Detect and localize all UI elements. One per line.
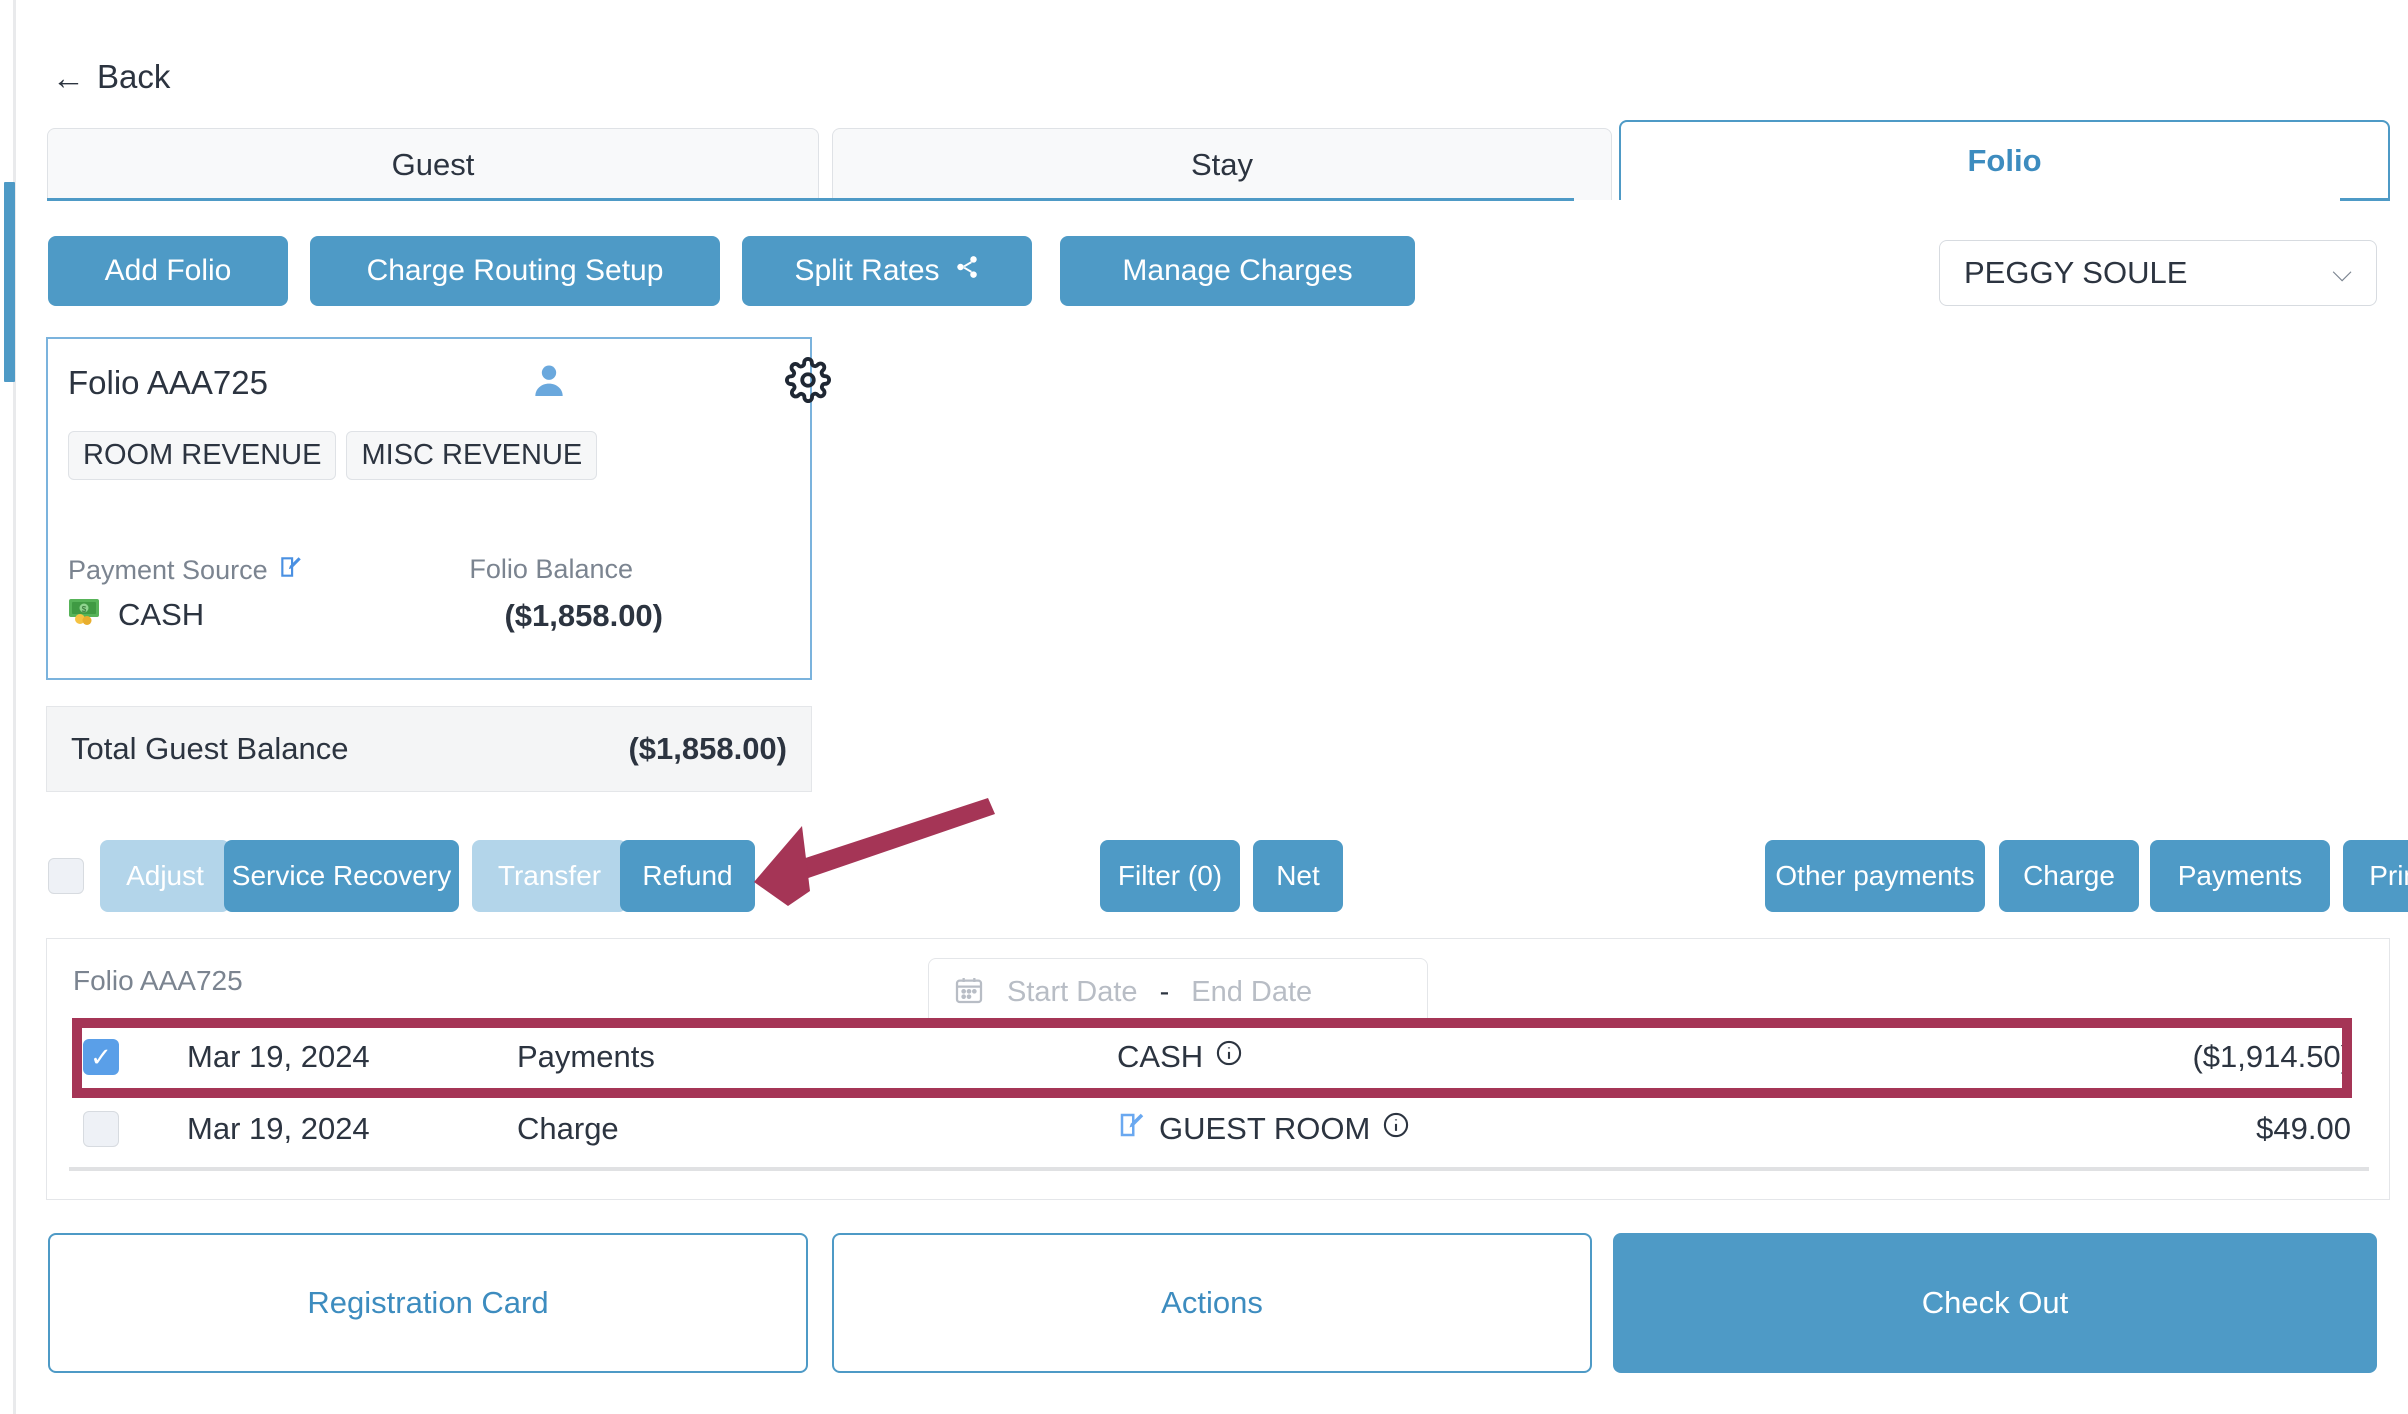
row-description: GUEST ROOM [1159, 1111, 1371, 1146]
tab-stay[interactable]: Stay [832, 128, 1612, 200]
payments-button[interactable]: Payments [2150, 840, 2330, 912]
payment-source-value: CASH [118, 597, 205, 632]
edit-icon[interactable] [278, 554, 304, 587]
refund-button[interactable]: Refund [620, 840, 755, 912]
folio-card: Folio AAA725 ROOM REVENUE MISC REVENUE P… [46, 337, 831, 682]
row-description: CASH [1117, 1039, 1204, 1074]
tab-guest-label: Guest [391, 146, 475, 182]
service-recovery-button[interactable]: Service Recovery [224, 840, 459, 912]
arrow-left-icon: ← [52, 58, 85, 96]
payment-source-label: Payment Source [68, 555, 268, 585]
row-description-group: GUEST ROOM [1117, 1110, 1877, 1148]
row-date: Mar 19, 2024 [187, 1111, 370, 1146]
transfer-button[interactable]: Transfer [472, 840, 627, 912]
tab-folio[interactable]: Folio [1619, 120, 2390, 200]
table-bottom-scrollbar[interactable] [69, 1167, 2369, 1171]
print-button[interactable]: Print [2343, 840, 2408, 912]
gear-icon[interactable] [785, 357, 831, 408]
filter-button[interactable]: Filter (0) [1100, 840, 1240, 912]
table-subtitle: Folio AAA725 [73, 965, 243, 996]
charge-button[interactable]: Charge [1999, 840, 2139, 912]
person-icon[interactable] [529, 359, 569, 408]
page-scrollbar-track[interactable] [13, 0, 16, 1414]
row-checkbox[interactable] [83, 1111, 119, 1147]
money-icon: $ [68, 596, 104, 634]
end-date-input[interactable]: End Date [1191, 975, 1313, 1008]
tab-folio-label: Folio [1967, 143, 2042, 178]
tab-underline [47, 198, 1574, 201]
tab-underline-right [2340, 198, 2390, 201]
folio-card-footer: Payment Source $ [48, 554, 810, 682]
date-range-separator: - [1159, 975, 1170, 1008]
folio-balance-label: Folio Balance [469, 554, 633, 584]
row-type: Payments [517, 1039, 655, 1074]
total-guest-balance-value: ($1,858.00) [628, 731, 787, 766]
folio-card-title: Folio AAA725 [68, 364, 268, 401]
chevron-down-icon: ⌵ [2332, 257, 2352, 287]
info-icon[interactable] [1382, 1111, 1410, 1147]
revenue-chip-group: ROOM REVENUE MISC REVENUE [68, 431, 598, 480]
guest-select[interactable]: PEGGY SOULE ⌵ [1939, 240, 2377, 306]
page-scrollbar-thumb[interactable] [4, 182, 15, 382]
other-payments-button[interactable]: Other payments [1765, 840, 1985, 912]
actions-button[interactable]: Actions [832, 1233, 1592, 1373]
folio-card-header: Folio AAA725 [48, 339, 831, 425]
date-range-filter[interactable]: Start Date - End Date [928, 958, 1428, 1026]
back-label: Back [97, 58, 171, 95]
split-rates-button[interactable]: Split Rates [742, 236, 1032, 306]
manage-charges-button[interactable]: Manage Charges [1060, 236, 1415, 306]
adjust-button[interactable]: Adjust [100, 840, 230, 912]
chip-room-revenue[interactable]: ROOM REVENUE [68, 431, 337, 480]
net-button[interactable]: Net [1253, 840, 1343, 912]
total-guest-balance: Total Guest Balance ($1,858.00) [46, 706, 812, 792]
row-checkbox[interactable]: ✓ [83, 1039, 119, 1075]
tab-stay-label: Stay [1190, 146, 1254, 182]
calendar-icon [953, 974, 985, 1011]
total-guest-balance-label: Total Guest Balance [71, 731, 349, 766]
row-amount: ($1,914.50) [2192, 1039, 2351, 1074]
tab-bar: Guest Stay Folio [47, 120, 2390, 200]
info-icon[interactable] [1215, 1039, 1243, 1075]
select-all-checkbox[interactable] [48, 858, 84, 894]
payment-source-value-group: $ CASH [68, 596, 204, 634]
edit-icon[interactable] [1117, 1110, 1147, 1148]
table-row[interactable]: ✓ Mar 19, 2024 Payments CASH ($1,914.50) [47, 1021, 2391, 1093]
row-description-group: CASH [1117, 1039, 1877, 1075]
arrow-pointer-annotation [740, 790, 1010, 920]
add-folio-button[interactable]: Add Folio [48, 236, 288, 306]
guest-select-value: PEGGY SOULE [1964, 255, 2188, 290]
share-icon [954, 254, 980, 288]
folio-balance-value: ($1,858.00) [504, 598, 663, 633]
check-icon: ✓ [90, 1042, 112, 1072]
charge-routing-setup-button[interactable]: Charge Routing Setup [310, 236, 720, 306]
row-type: Charge [517, 1111, 619, 1146]
split-rates-label: Split Rates [794, 254, 940, 287]
row-amount: $49.00 [2256, 1111, 2351, 1146]
tab-guest[interactable]: Guest [47, 128, 819, 200]
svg-text:$: $ [82, 605, 87, 614]
start-date-input[interactable]: Start Date [1007, 975, 1138, 1008]
chip-misc-revenue[interactable]: MISC REVENUE [346, 431, 598, 480]
check-out-button[interactable]: Check Out [1613, 1233, 2377, 1373]
row-date: Mar 19, 2024 [187, 1039, 370, 1074]
registration-card-button[interactable]: Registration Card [48, 1233, 808, 1373]
back-button[interactable]: ← Back [52, 58, 170, 96]
table-row[interactable]: Mar 19, 2024 Charge GUEST ROOM $49.00 [47, 1093, 2391, 1165]
payment-source-label-group: Payment Source [68, 554, 304, 587]
